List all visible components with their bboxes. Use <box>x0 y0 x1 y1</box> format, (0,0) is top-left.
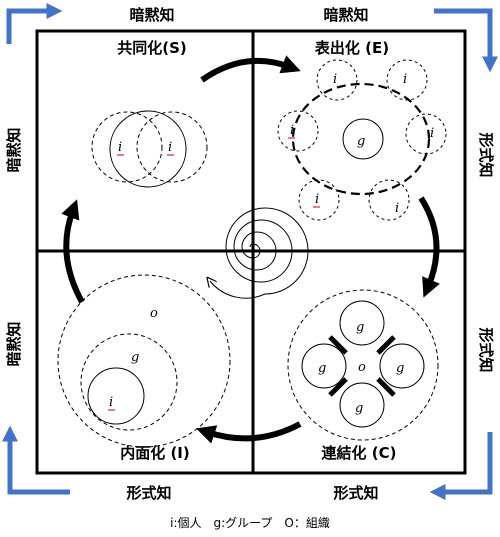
individual-circle <box>316 59 358 101</box>
group-circle <box>80 333 178 431</box>
edge-label-left-top: 暗黙知 <box>5 127 23 172</box>
group-circle <box>301 343 347 389</box>
group-label: g <box>355 401 363 416</box>
group-label: g <box>396 361 404 376</box>
combination-figure: g g g g o <box>287 289 439 441</box>
group-label: g <box>357 134 365 149</box>
spiral-line <box>210 207 309 299</box>
group-circle <box>339 300 385 346</box>
organization-label: o <box>150 306 158 321</box>
group-circle <box>379 343 425 389</box>
cycle-arrow-c-to-i <box>196 421 302 444</box>
individual-circle <box>277 110 319 152</box>
individual-label: i <box>315 192 319 207</box>
shared-circle <box>109 110 187 188</box>
individual-label: i <box>395 201 399 216</box>
organization-boundary <box>287 289 439 441</box>
cycle-arrow-e-to-c <box>418 196 440 298</box>
edge-label-right-top: 形式知 <box>477 132 495 177</box>
individual-circle <box>405 113 447 155</box>
center-spiral <box>210 207 309 299</box>
corner-arrow-bottom-left <box>1 425 70 495</box>
group-circle <box>342 118 384 160</box>
individual-circle <box>386 59 428 101</box>
cycle-arrow-i-to-s <box>61 199 85 304</box>
individual-label-left: i <box>118 140 122 155</box>
link-bar <box>328 377 348 397</box>
individual-label: i <box>290 123 294 138</box>
quadrant-label-internalization: 内面化 (I) <box>120 444 190 462</box>
corner-arrow-bottom-right <box>429 432 493 501</box>
link-bar <box>376 377 396 397</box>
corner-arrow-top-right <box>434 8 499 73</box>
edge-label-bottom-right: 形式知 <box>333 484 378 502</box>
individual-label: i <box>333 72 337 87</box>
legend-text: i:個人 g:グループ O：組織 <box>170 516 330 530</box>
edge-label-left-bottom: 暗黙知 <box>5 321 23 366</box>
edge-label-bottom-left: 形式知 <box>126 484 171 502</box>
organization-label: o <box>358 360 366 375</box>
individual-circle-left <box>91 111 163 183</box>
individual-circle-right <box>136 111 208 183</box>
individual-circle <box>368 179 410 221</box>
individual-circle <box>298 179 340 221</box>
individual-label: i <box>109 395 113 410</box>
edge-label-top-left: 暗黙知 <box>129 6 174 24</box>
cycle-arrows <box>61 55 440 444</box>
link-bar <box>376 335 396 355</box>
edge-label-top-right: 暗黙知 <box>323 6 368 24</box>
corner-arrow-top-left <box>6 2 63 44</box>
group-label: g <box>318 361 326 376</box>
quadrant-label-socialization: 共同化(S) <box>117 39 187 57</box>
link-bar <box>328 335 348 355</box>
individual-label: i <box>403 72 407 87</box>
group-boundary-dashed <box>291 82 431 196</box>
edge-label-right-bottom: 形式知 <box>477 327 495 372</box>
cycle-arrow-s-to-e <box>200 55 301 83</box>
externalization-figure: g i i i i i i <box>277 59 447 221</box>
group-label: g <box>356 320 364 335</box>
quadrant-label-combination: 連結化 (C) <box>322 444 397 462</box>
quadrant-label-externalization: 表出化 (E) <box>315 39 389 57</box>
group-label: g <box>131 350 139 365</box>
individual-label: i <box>430 126 434 141</box>
organization-circle <box>57 274 231 448</box>
individual-circle <box>87 367 145 425</box>
internalization-figure: o g i <box>57 274 231 448</box>
socialization-figure: i i <box>91 110 208 188</box>
corner-arrows <box>1 2 499 501</box>
individual-label-right: i <box>168 140 172 155</box>
group-circle <box>339 382 385 428</box>
link-bars <box>328 335 396 397</box>
